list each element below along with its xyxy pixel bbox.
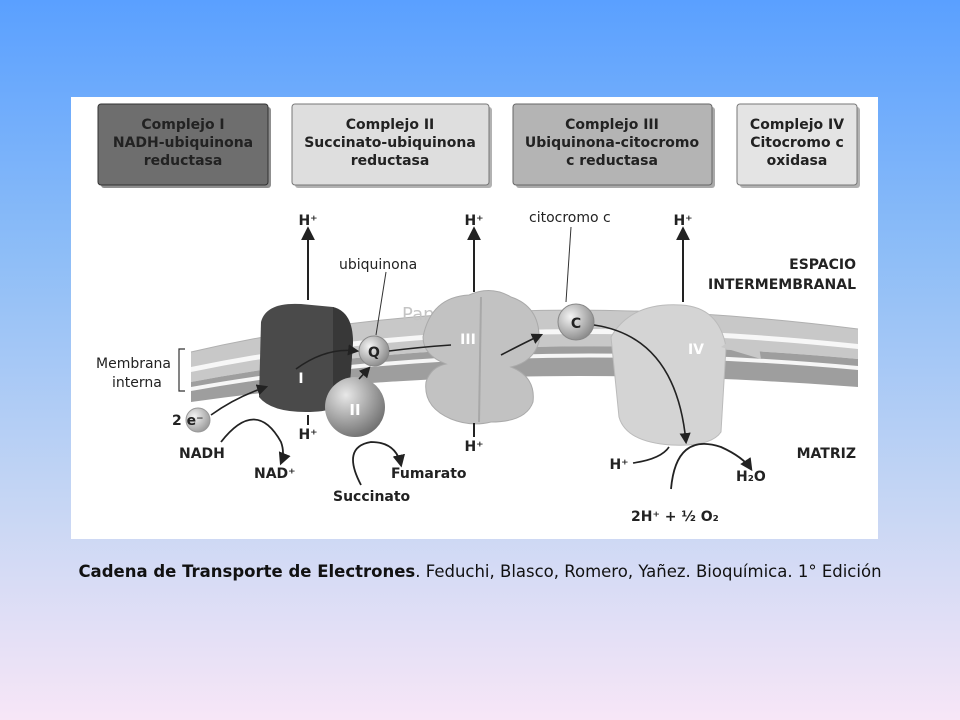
nadh-label: NADH bbox=[179, 446, 225, 462]
complex-ii-label: II bbox=[349, 401, 360, 419]
matriz-label: MATRIZ bbox=[797, 446, 856, 462]
ubiquinona-label: ubiquinona bbox=[339, 257, 417, 273]
electron-path-c-iv bbox=[593, 324, 691, 445]
espacio-label-1: ESPACIO bbox=[789, 257, 856, 273]
figure-caption: Cadena de Transporte de Electrones. Fedu… bbox=[0, 562, 960, 581]
succinato-arrow bbox=[352, 441, 406, 486]
membrana-label-2: interna bbox=[112, 375, 162, 391]
oxygen-label: 2H⁺ + ½ O₂ bbox=[631, 509, 719, 525]
complex-box-4: Complejo IV Citocromo c oxidasa bbox=[736, 103, 860, 188]
electron-input-arrow bbox=[210, 384, 269, 416]
complex-4-line-3: oxidasa bbox=[767, 153, 828, 169]
electron-sphere bbox=[185, 407, 211, 433]
complex-box-1: Complejo I NADH-ubiquinona reductasa bbox=[97, 103, 271, 188]
succinato-label: Succinato bbox=[333, 489, 411, 505]
electron-path-ii-q bbox=[358, 366, 371, 380]
complex-3-line-3: c reductasa bbox=[566, 153, 658, 169]
complex-2-line-1: Complejo II bbox=[346, 117, 435, 133]
complex-1-line-3: reductasa bbox=[144, 153, 223, 169]
etc-figure: Complejo I NADH-ubiquinona reductasa Com… bbox=[71, 97, 878, 539]
complex-iii-label: III bbox=[460, 332, 476, 348]
caption-title: Cadena de Transporte de Electrones bbox=[78, 562, 416, 581]
h-plus-bottom-1: H⁺ bbox=[298, 427, 317, 443]
complex-iv-label: IV bbox=[688, 342, 704, 358]
q-label: Q bbox=[368, 345, 380, 361]
electron-path-iii-c bbox=[500, 333, 544, 356]
complex-i-label: I bbox=[298, 371, 303, 387]
h-plus-top-4: H⁺ bbox=[673, 213, 692, 229]
complex-4-line-2: Citocromo c bbox=[750, 135, 844, 151]
fumarato-label: Fumarato bbox=[391, 466, 467, 482]
citocromo-label: citocromo c bbox=[529, 210, 611, 226]
complex-3-line-2: Ubiquinona-citocromo bbox=[525, 135, 700, 151]
cytochrome-c: C bbox=[557, 303, 595, 341]
h-plus-bottom-3: H⁺ bbox=[464, 439, 483, 455]
complex-3-line-1: Complejo III bbox=[565, 117, 659, 133]
electron-path-i-q bbox=[295, 344, 360, 370]
espacio-label-2: INTERMEMBRANAL bbox=[708, 277, 856, 293]
complex-4-line-1: Complejo IV bbox=[750, 117, 844, 133]
complex-iii-protein: III bbox=[422, 290, 540, 425]
oxygen-arrow bbox=[670, 442, 753, 490]
ubiquinone-q: Q bbox=[358, 335, 390, 367]
caption-reference: . Feduchi, Blasco, Romero, Yañez. Bioquí… bbox=[415, 562, 882, 581]
complex-2-line-2: Succinato-ubiquinona bbox=[304, 135, 476, 151]
complex-1-line-1: Complejo I bbox=[141, 117, 224, 133]
complex-box-3: Complejo III Ubiquinona-citocromo c redu… bbox=[512, 103, 715, 188]
membrana-label-1: Membrana bbox=[96, 356, 171, 372]
complex-box-2: Complejo II Succinato-ubiquinona reducta… bbox=[291, 103, 492, 188]
h2o-label: H₂O bbox=[736, 469, 766, 485]
complex-2-line-3: reductasa bbox=[351, 153, 430, 169]
nadh-arrow bbox=[220, 418, 291, 466]
complex-1-line-2: NADH-ubiquinona bbox=[113, 135, 253, 151]
c-label: C bbox=[571, 316, 581, 332]
electrons-label: 2 e⁻ bbox=[172, 413, 204, 429]
nad-label: NAD⁺ bbox=[254, 466, 296, 482]
h-plus-top-1: H⁺ bbox=[298, 213, 317, 229]
h-plus-top-3: H⁺ bbox=[464, 213, 483, 229]
h-plus-bottom-4: H⁺ bbox=[609, 457, 628, 473]
complex-ii-protein: II bbox=[325, 377, 385, 437]
